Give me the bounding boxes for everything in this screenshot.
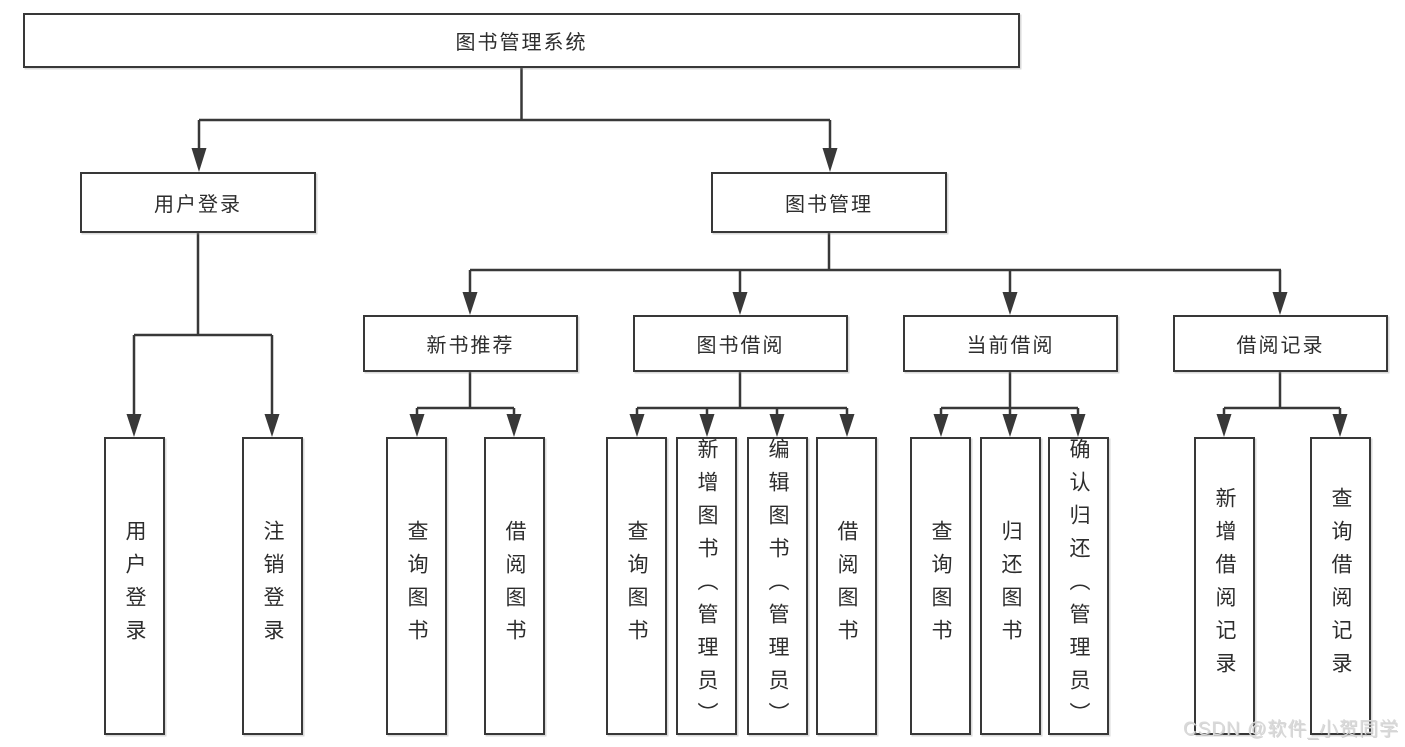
node-book-management-label: 图书管理 [785, 194, 873, 216]
node-book-borrowing: 图书借阅 [633, 315, 848, 372]
leaf-query-book-borrowing: 查询图书 [606, 437, 667, 735]
leaf-borrow-book-label: 借阅图书 [835, 520, 858, 652]
leaf-confirm-return-admin-label: 确认归还（管理员） [1067, 437, 1090, 735]
node-user-login-label: 用户登录 [154, 194, 242, 216]
leaf-borrow-book-recommend: 借阅图书 [484, 437, 545, 735]
leaf-add-borrow-record: 新增借阅记录 [1194, 437, 1255, 735]
leaf-query-borrow-record: 查询借阅记录 [1310, 437, 1371, 735]
csdn-watermark: CSDN @软件_小贺同学 [1183, 719, 1399, 740]
leaf-query-book-recommend-label: 查询图书 [405, 520, 428, 652]
node-book-borrowing-label: 图书借阅 [696, 335, 785, 357]
leaf-borrow-book-recommend-label: 借阅图书 [503, 520, 526, 652]
node-root: 图书管理系统 [23, 13, 1020, 68]
leaf-query-book-current-label: 查询图书 [929, 520, 952, 652]
leaf-edit-book-admin-label: 编辑图书（管理员） [766, 437, 789, 735]
leaf-add-book-admin: 新增图书（管理员） [676, 437, 737, 735]
leaf-logout-label: 注销登录 [261, 520, 284, 652]
node-root-label: 图书管理系统 [455, 32, 588, 54]
leaf-return-book: 归还图书 [980, 437, 1041, 735]
leaf-query-book-recommend: 查询图书 [386, 437, 447, 735]
node-borrow-records-label: 借阅记录 [1236, 335, 1325, 357]
leaf-confirm-return-admin: 确认归还（管理员） [1048, 437, 1109, 735]
leaf-add-book-admin-label: 新增图书（管理员） [695, 437, 718, 735]
node-borrow-records: 借阅记录 [1173, 315, 1388, 372]
node-new-book-recommend: 新书推荐 [363, 315, 578, 372]
leaf-borrow-book: 借阅图书 [816, 437, 877, 735]
leaf-query-book-borrowing-label: 查询图书 [625, 520, 648, 652]
node-book-management: 图书管理 [711, 172, 947, 233]
node-current-borrowing: 当前借阅 [903, 315, 1118, 372]
node-current-borrowing-label: 当前借阅 [966, 335, 1055, 357]
leaf-user-login-label: 用户登录 [123, 520, 146, 652]
node-user-login: 用户登录 [80, 172, 316, 233]
leaf-logout: 注销登录 [242, 437, 303, 735]
arrow-heads [126, 148, 1348, 437]
leaf-query-borrow-record-label: 查询借阅记录 [1329, 487, 1352, 685]
leaf-user-login: 用户登录 [104, 437, 165, 735]
leaf-edit-book-admin: 编辑图书（管理员） [747, 437, 808, 735]
leaf-query-book-current: 查询图书 [910, 437, 971, 735]
leaf-return-book-label: 归还图书 [999, 520, 1022, 652]
tree-edges [132, 68, 1342, 417]
leaf-add-borrow-record-label: 新增借阅记录 [1213, 487, 1236, 685]
node-new-book-recommend-label: 新书推荐 [426, 335, 515, 357]
